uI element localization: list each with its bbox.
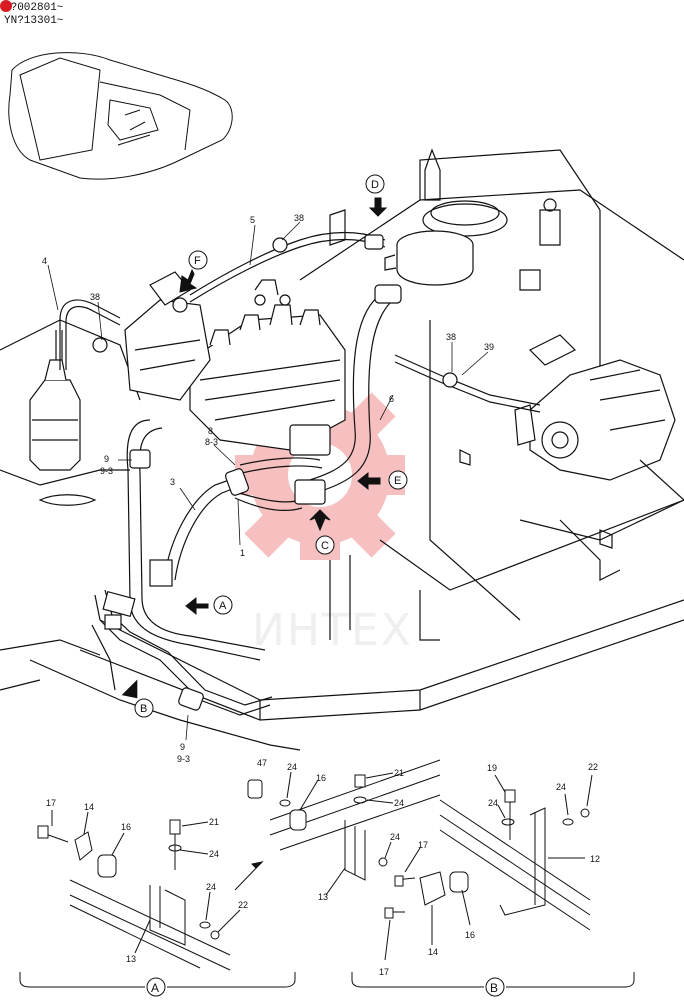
- leader-lines: [47, 221, 489, 741]
- mid-part-16: 16: [316, 773, 326, 783]
- part-9-3-label-lower: 9-3: [177, 754, 190, 764]
- callout-arrows: [121, 197, 388, 699]
- hose-8: [239, 457, 321, 466]
- part-38-label-top: 38: [294, 213, 304, 223]
- mid-part-13: 13: [318, 892, 328, 902]
- detail-middle-labels: 47 24 16 21 24 24 17 13 17 14: [257, 758, 438, 977]
- callout-c-circle[interactable]: [315, 535, 335, 555]
- serial-number-line-1: Y?002801~: [0, 0, 64, 14]
- callout-a-circle[interactable]: [213, 595, 233, 615]
- part-3-label: 3: [170, 477, 175, 487]
- watermark-text: ИНТЕХ: [252, 605, 413, 656]
- detail-a-part-17: 17: [46, 798, 56, 808]
- mid-part-47: 47: [257, 758, 267, 768]
- callout-d-label[interactable]: D: [371, 179, 379, 191]
- return-filter: [384, 230, 474, 286]
- pilot-valve-unit: [124, 271, 211, 401]
- hydraulic-pump: [514, 359, 684, 501]
- detail-middle-drawing: [234, 759, 469, 961]
- mid-part-17-lower: 17: [379, 967, 389, 977]
- mid-part-14: 14: [428, 947, 438, 957]
- section-a-label: A: [151, 981, 159, 995]
- hose-6: [309, 289, 389, 481]
- mid-part-17: 17: [418, 840, 428, 850]
- detail-a-part-21: 21: [209, 817, 219, 827]
- detail-a-part-13: 13: [126, 954, 136, 964]
- callout-e-circle[interactable]: [388, 470, 408, 490]
- mid-part-24-lower: 24: [390, 832, 400, 842]
- part-labels: 4 5 38 38 38 39 6 8 8-3 9 9-3 3 1 9 9-3: [42, 213, 494, 764]
- detail-b-part-12: 12: [590, 854, 600, 864]
- arrow-c-icon: [309, 509, 331, 532]
- part-38-label-right: 38: [446, 332, 456, 342]
- arrow-d-icon: [368, 197, 388, 217]
- arrow-f-icon: [179, 268, 198, 293]
- detail-a-part-14: 14: [84, 802, 94, 812]
- machine-overview-sketch: [8, 52, 233, 180]
- callout-letters: A B C D E F: [140, 179, 401, 715]
- arrow-b-icon: [121, 679, 138, 699]
- callout-f-label[interactable]: F: [194, 255, 201, 267]
- part-9-label-lower: 9: [180, 742, 185, 752]
- swivel-joint: [29, 330, 81, 471]
- hose-4: [59, 299, 121, 370]
- mid-part-24-upper-left: 24: [287, 762, 297, 772]
- part-8-label: 8: [208, 426, 213, 436]
- callout-circles: [134, 174, 408, 718]
- arrow-a-icon: [185, 596, 209, 616]
- detail-a-labels: 17 14 16 21 24 24 22 13: [46, 798, 248, 964]
- hose-39: [394, 354, 541, 406]
- callout-e-label[interactable]: E: [394, 475, 401, 487]
- part-5-label: 5: [250, 215, 255, 225]
- part-9-3-label-upper: 9-3: [100, 466, 113, 476]
- callout-b-circle[interactable]: [134, 698, 154, 718]
- detail-a-part-16: 16: [121, 822, 131, 832]
- serial-text-1: Y?002801~: [4, 2, 64, 14]
- section-b-label: B: [490, 981, 498, 995]
- detail-b-part-16: 16: [465, 930, 475, 940]
- red-marker-icon: [0, 0, 12, 12]
- fittings: [92, 234, 458, 711]
- mid-part-24-right: 24: [394, 798, 404, 808]
- detail-a-part-22: 22: [238, 900, 248, 910]
- detail-b-part-24-right: 24: [556, 782, 566, 792]
- serial-text-2: YN?13301~: [4, 15, 64, 27]
- arrow-e-icon: [357, 471, 381, 491]
- detail-b-drawing: [439, 774, 593, 931]
- callout-f-circle[interactable]: [188, 250, 208, 270]
- detail-b-part-22: 22: [588, 762, 598, 772]
- part-6-label: 6: [389, 394, 394, 404]
- serial-number-line-2: YN?13301~: [4, 15, 63, 27]
- machine-frame: [0, 148, 684, 751]
- part-4-label: 4: [42, 256, 47, 266]
- callout-b-label[interactable]: B: [140, 703, 147, 715]
- part-38-label-left: 38: [90, 292, 100, 302]
- hose-5: [189, 231, 386, 296]
- detail-a-drawing: [37, 810, 241, 971]
- detail-b-part-19: 19: [487, 763, 497, 773]
- part-39-label: 39: [484, 342, 494, 352]
- section-captions: [19, 972, 635, 997]
- detail-a-part-24-lower: 24: [206, 882, 216, 892]
- control-valve-block: [189, 279, 346, 451]
- callout-d-circle[interactable]: [365, 174, 385, 194]
- callout-c-label[interactable]: C: [321, 540, 329, 552]
- part-1-label: 1: [240, 548, 245, 558]
- detail-a-part-24-upper: 24: [209, 849, 219, 859]
- detail-b-part-24-left: 24: [488, 798, 498, 808]
- part-8-3-label: 8-3: [205, 437, 218, 447]
- callout-a-label[interactable]: A: [219, 600, 227, 612]
- detail-b-labels: 19 24 24 22 12 16: [465, 762, 600, 940]
- mid-part-21: 21: [394, 768, 404, 778]
- part-9-label-upper: 9: [104, 454, 109, 464]
